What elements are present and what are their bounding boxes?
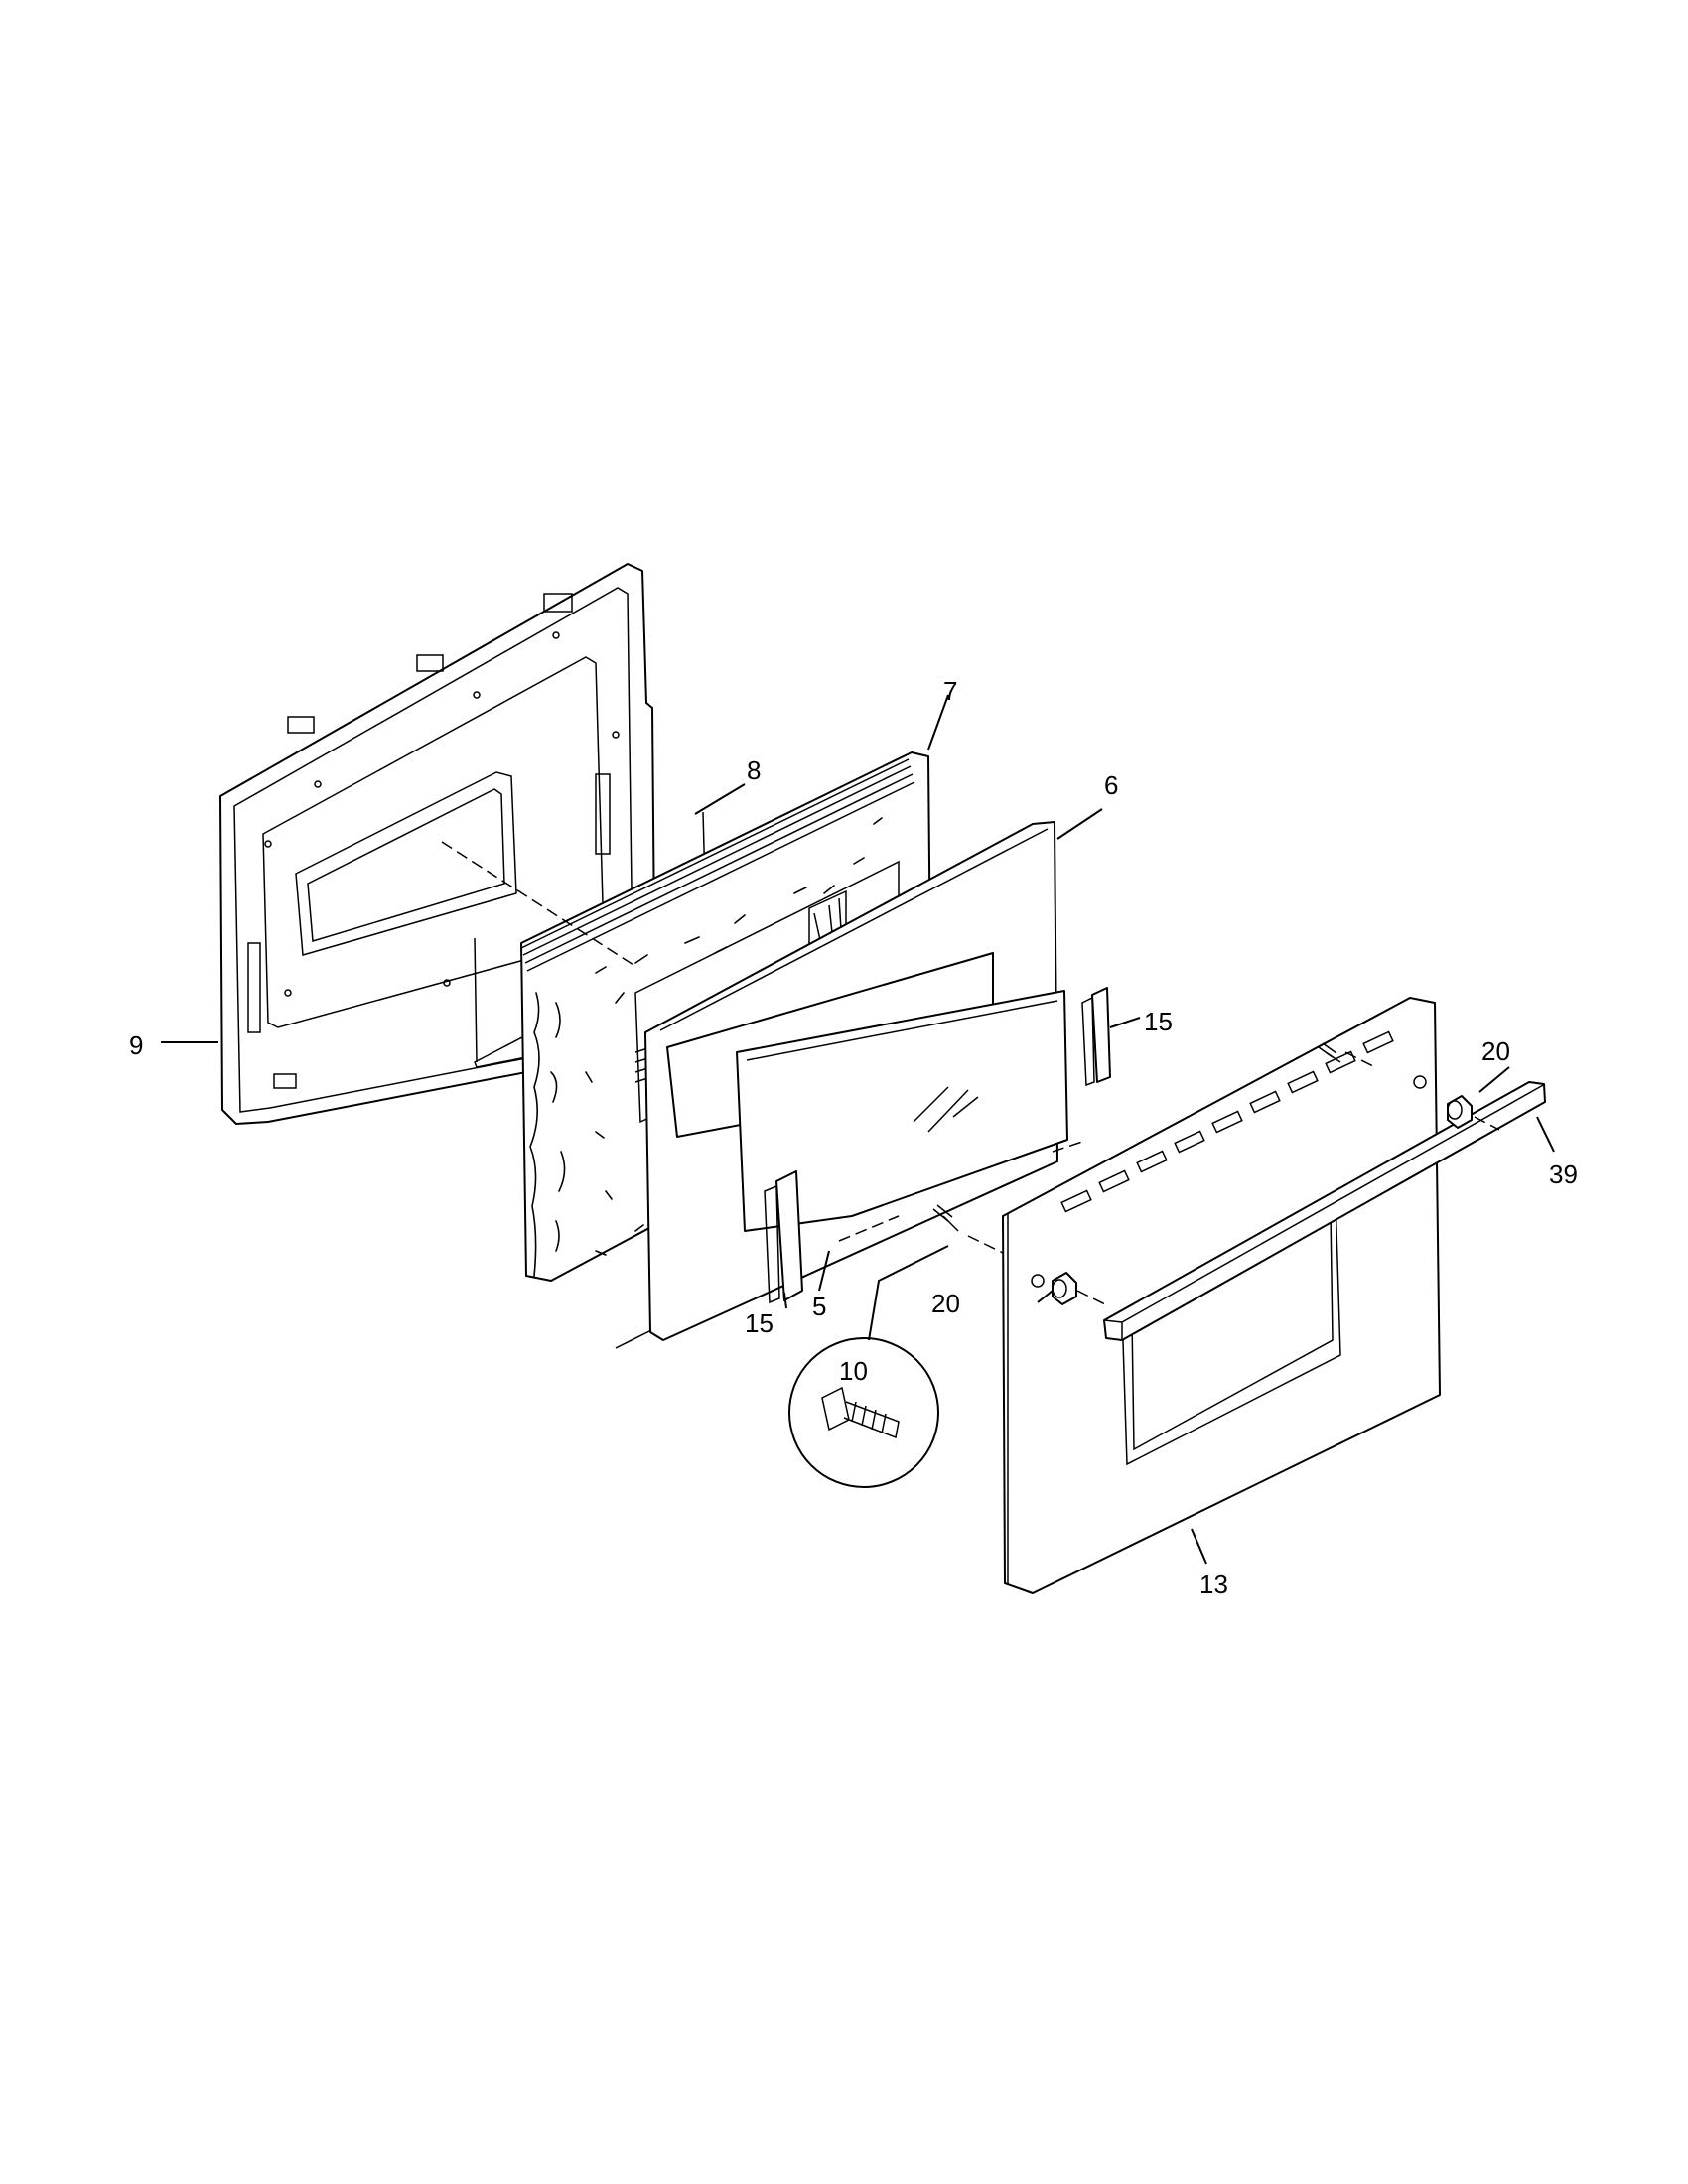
assembly-lines: [441, 841, 1500, 1306]
callout-9: 9: [129, 1030, 143, 1060]
callout-labels: 9 8 7 6 15 15 5 10 20 20 39 13: [129, 676, 1578, 1599]
leader-lines: [161, 694, 1555, 1565]
vent-slots: [1060, 1030, 1394, 1213]
part-39-handle: [1103, 1081, 1546, 1341]
callout-8: 8: [747, 755, 761, 785]
part-5-window-glass: [736, 990, 1068, 1232]
callout-7: 7: [943, 676, 957, 706]
part-15-bracket-left: [764, 1170, 803, 1304]
callout-10: 10: [839, 1356, 868, 1386]
callout-15-right: 15: [1144, 1007, 1173, 1036]
part-20-spacer-left: [1052, 1272, 1077, 1305]
callout-15-left: 15: [745, 1308, 774, 1338]
callout-6: 6: [1104, 770, 1118, 800]
screw-detail-magnified: [788, 1337, 939, 1488]
part-13-outer-door: [1002, 997, 1441, 1594]
callout-5: 5: [812, 1292, 826, 1321]
part-20-spacer-right: [1447, 1095, 1473, 1129]
callout-20-left: 20: [931, 1289, 960, 1318]
callout-13: 13: [1199, 1570, 1228, 1599]
callout-20-right: 20: [1481, 1036, 1510, 1066]
callout-39: 39: [1549, 1160, 1578, 1189]
part-15-bracket-right: [1081, 987, 1111, 1087]
part-10-screw: [932, 1042, 1341, 1232]
